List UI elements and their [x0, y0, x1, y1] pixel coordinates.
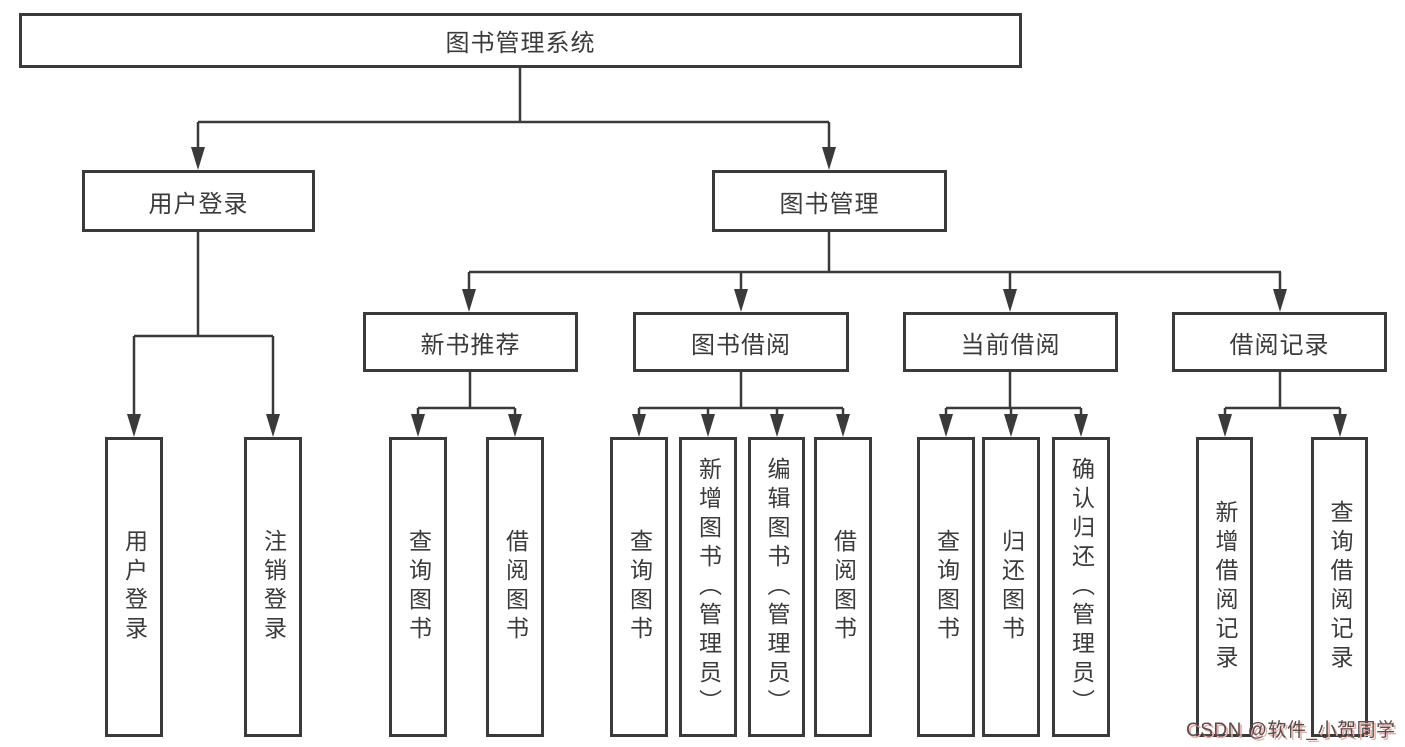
node-user-login-action: 用户登录 [105, 437, 163, 737]
node-confirm-return-admin: 确认归还（管理员） [1052, 437, 1110, 737]
node-label: 注销登录 [260, 529, 287, 645]
node-current-borrowing: 当前借阅 [903, 312, 1118, 372]
node-query-books-current: 查询图书 [917, 437, 975, 737]
node-label: 查询借阅记录 [1327, 500, 1353, 674]
node-query-books-borrowing: 查询图书 [610, 437, 668, 737]
node-borrow-books-action: 借阅图书 [814, 437, 872, 737]
node-label: 查询图书 [405, 529, 432, 645]
node-borrow-books-recommend: 借阅图书 [486, 437, 544, 737]
node-label: 查询图书 [933, 529, 960, 645]
node-return-books: 归还图书 [982, 437, 1040, 737]
node-library-management-system: 图书管理系统 [19, 13, 1022, 68]
node-label: 新增借阅记录 [1212, 500, 1238, 674]
node-borrowing-records: 借阅记录 [1172, 312, 1387, 372]
node-edit-books-admin: 编辑图书（管理员） [748, 437, 805, 737]
node-label: 新增图书（管理员） [695, 456, 722, 718]
node-label: 借阅图书 [502, 529, 529, 645]
node-book-borrowing: 图书借阅 [633, 312, 849, 372]
node-label: 归还图书 [998, 529, 1025, 645]
node-query-books-recommend: 查询图书 [389, 437, 447, 737]
node-label: 用户登录 [121, 529, 148, 645]
node-logout-action: 注销登录 [244, 437, 302, 737]
csdn-watermark: CSDN @软件_小贺同学 [1186, 720, 1396, 741]
node-add-books-admin: 新增图书（管理员） [679, 437, 737, 737]
node-label: 确认归还（管理员） [1068, 456, 1095, 718]
node-book-management-module: 图书管理 [712, 170, 947, 232]
node-new-book-recommendation: 新书推荐 [363, 312, 578, 372]
node-add-borrow-record: 新增借阅记录 [1196, 437, 1253, 737]
node-query-borrow-record: 查询借阅记录 [1311, 437, 1368, 737]
node-label: 查询图书 [626, 529, 653, 645]
node-label: 编辑图书（管理员） [764, 456, 790, 718]
node-label: 借阅图书 [830, 529, 857, 645]
node-user-login-module: 用户登录 [82, 170, 315, 232]
